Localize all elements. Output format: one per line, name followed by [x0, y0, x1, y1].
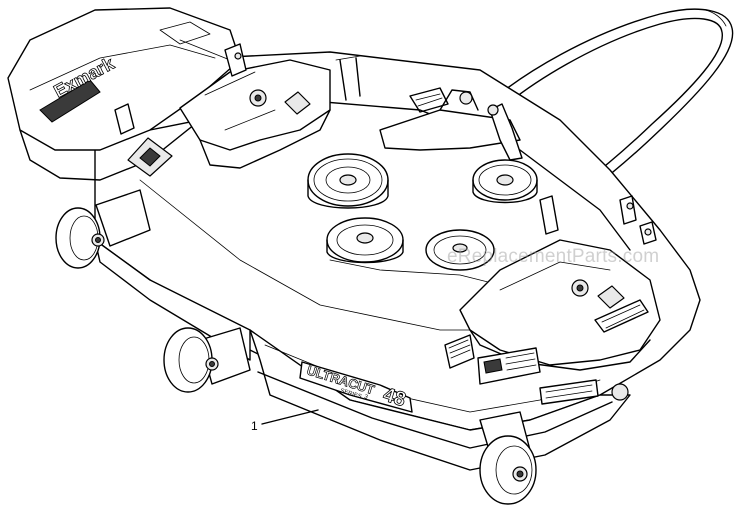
right-belt-cover [459, 239, 661, 371]
left-belt-cover: Exmark [7, 7, 241, 181]
deck-series-numeral: 3 [363, 394, 369, 401]
center-spindle-cover [179, 59, 331, 169]
caster-wheel-middle [163, 327, 251, 393]
callout-label-1: 1 [251, 419, 258, 433]
pulley-left-lower [326, 217, 404, 264]
idler-arm-assembly [335, 55, 523, 161]
deck-brackets [114, 43, 657, 245]
pulley-right-lower [425, 229, 495, 271]
pulley-right-idler [472, 159, 538, 204]
pulley-center [307, 153, 389, 209]
safety-labels [444, 334, 629, 405]
callout-leader-line [261, 409, 319, 425]
caster-wheel-right [479, 411, 537, 505]
caster-wheel-left [55, 189, 151, 269]
watermark-text: eReplacementParts.com [447, 246, 660, 267]
